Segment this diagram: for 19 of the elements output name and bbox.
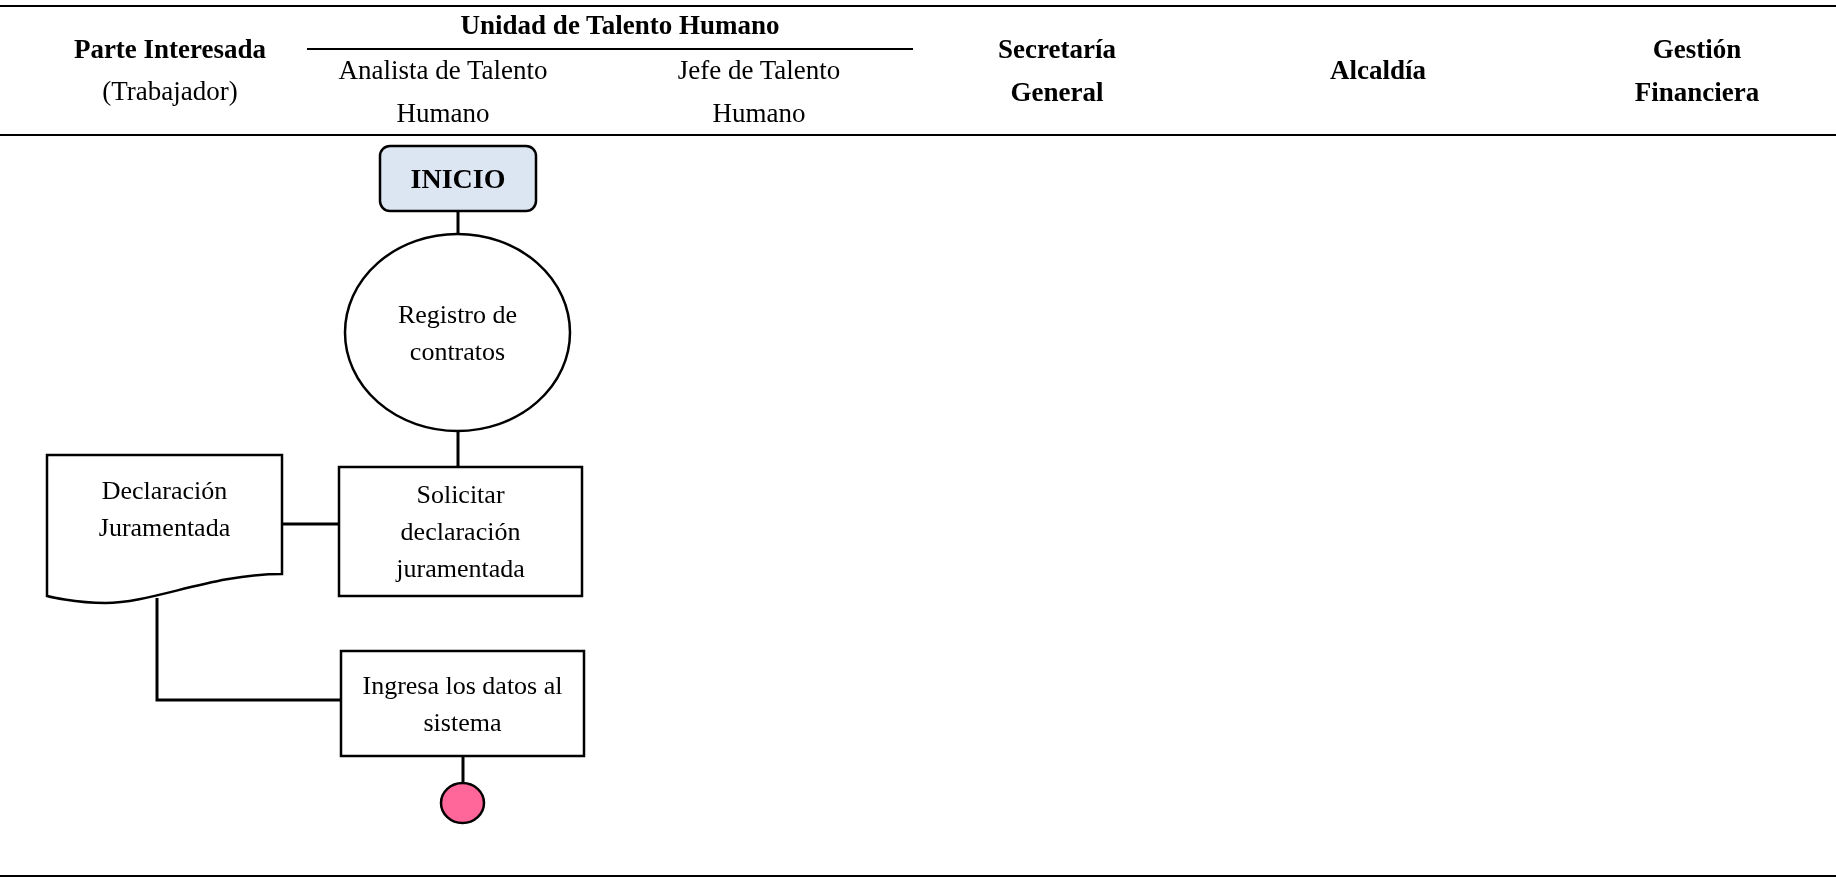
process-circle: Registro de contratos (344, 233, 571, 432)
column-heading: Jefe de Talento Humano (676, 54, 842, 130)
start-terminator: INICIO (379, 145, 537, 212)
column-heading: Secretaría General (997, 33, 1117, 109)
group-heading: Unidad de Talento Humano (459, 9, 781, 42)
process-box: Solicitar declaración juramentada (338, 466, 583, 597)
process-box: Ingresa los datos al sistema (340, 650, 585, 757)
end-connector (440, 782, 485, 824)
column-heading: Parte Interesada (72, 33, 268, 66)
column-subheading: (Trabajador) (101, 75, 239, 108)
document-shape: Declaración Juramentada (46, 454, 283, 604)
column-heading: Analista de Talento Humano (337, 54, 549, 130)
connector-line (456, 212, 460, 233)
connector-line (461, 757, 465, 782)
connector-line (155, 598, 340, 702)
column-heading: Alcaldía (1329, 54, 1427, 87)
column-heading: Gestión Financiera (1633, 33, 1761, 109)
connector-line (283, 522, 338, 526)
connector-line (456, 432, 460, 466)
